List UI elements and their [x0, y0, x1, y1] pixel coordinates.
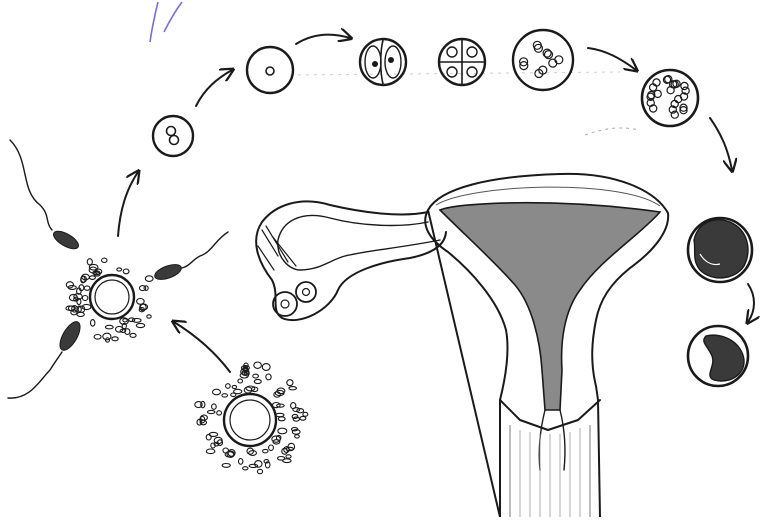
granulosa-cell: [82, 296, 87, 301]
fertilization-with-sperm: [8, 140, 228, 398]
granulosa-cell: [239, 459, 243, 465]
granulosa-cell: [269, 445, 274, 450]
granulosa-cell: [66, 282, 73, 288]
granulosa-cell: [246, 386, 255, 391]
granulosa-cell: [206, 449, 215, 454]
faint-connector: [585, 128, 640, 135]
granulosa-cell: [243, 467, 248, 470]
granulosa-cell: [226, 384, 231, 389]
granulosa-cell: [289, 387, 297, 390]
granulosa-cell: [145, 276, 153, 282]
sperm-cell: [10, 140, 81, 252]
arrow-to-morula: [588, 48, 636, 70]
pronuclear-stage: [247, 47, 293, 93]
granulosa-cell: [295, 435, 300, 438]
four-cell-stage: [439, 39, 485, 85]
granulosa-cell: [262, 364, 270, 371]
arrow-to-blastocyst: [710, 118, 732, 170]
granulosa-cell: [291, 403, 296, 409]
granulosa-cell: [276, 413, 284, 416]
arrow-to-zygote: [118, 172, 138, 236]
granulosa-cell: [137, 299, 145, 305]
granulosa-cell: [238, 379, 243, 383]
granulosa-cell: [117, 268, 122, 271]
granulosa-cell: [254, 379, 261, 383]
sperm-cell: [153, 232, 228, 282]
granulosa-cell: [286, 455, 291, 458]
zygote: [153, 116, 193, 156]
morula: [642, 70, 698, 126]
granulosa-cell: [89, 276, 95, 280]
granulosa-cell: [217, 411, 222, 415]
granulosa-cell: [293, 417, 299, 421]
arrow-to-two-cell: [296, 35, 350, 44]
granulosa-cell: [112, 337, 118, 341]
granulosa-cell: [206, 434, 211, 440]
granulosa-cell: [201, 401, 205, 407]
granulosa-cell: [129, 318, 135, 322]
uterus-and-fallopian-tube: [256, 174, 668, 517]
sperm-cell: [8, 319, 84, 398]
granulosa-cell: [278, 428, 287, 434]
granulosa-cell: [94, 335, 101, 340]
granulosa-cell: [123, 319, 127, 322]
granulosa-cell: [287, 380, 293, 386]
granulosa-cell: [303, 412, 308, 416]
eight-cell-stage: [513, 30, 573, 90]
arrow-to-pronuclear: [196, 70, 232, 106]
granulosa-cell: [278, 457, 285, 461]
granulosa-cell: [87, 259, 92, 265]
granulosa-cell: [222, 394, 228, 397]
two-cell-stage: [360, 39, 406, 85]
granulosa-cell: [263, 449, 268, 452]
granulosa-cell: [130, 333, 136, 337]
arrow-to-hatching: [748, 284, 754, 322]
granulosa-cell: [77, 312, 84, 316]
granulosa-cell: [300, 416, 306, 420]
granulosa-cell: [234, 389, 242, 393]
granulosa-cell: [212, 404, 217, 409]
granulosa-cell: [123, 269, 129, 274]
granulosa-cell: [222, 464, 230, 468]
granulosa-cell: [147, 315, 151, 318]
granulosa-cell: [232, 385, 236, 388]
ovulated-oocyte-with-corona: [195, 362, 308, 474]
granulosa-cell: [136, 323, 144, 327]
granulosa-cell: [207, 410, 215, 413]
stray-pen-mark: [150, 2, 182, 42]
granulosa-cell: [105, 325, 113, 329]
blastomere: [681, 82, 688, 89]
granulosa-cell: [254, 362, 262, 368]
granulosa-cell: [255, 461, 262, 468]
granulosa-cell: [84, 286, 90, 290]
granulosa-cell: [278, 417, 285, 421]
early-blastocyst: [688, 218, 752, 282]
granulosa-cell: [102, 258, 107, 262]
granulosa-cell: [253, 374, 259, 378]
granulosa-cell: [213, 389, 221, 395]
granulosa-cell: [257, 469, 262, 473]
granulosa-cell: [91, 320, 95, 327]
hatching-blastocyst: [688, 326, 748, 386]
arrow-oocyte-to-fertilization: [174, 322, 230, 372]
granulosa-cell: [266, 374, 271, 380]
